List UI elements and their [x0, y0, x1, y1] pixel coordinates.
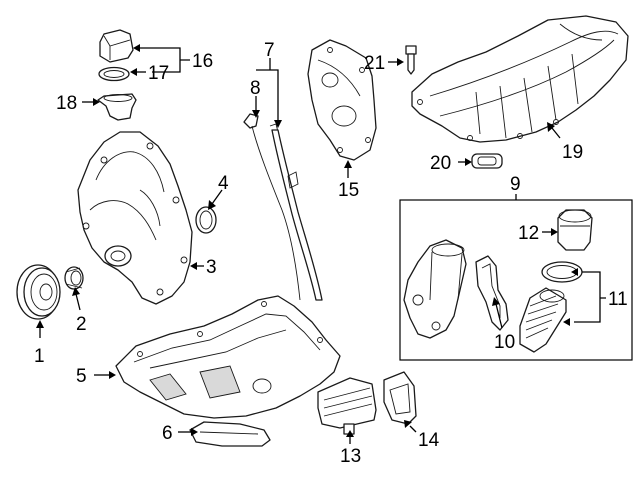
oil-filler-cap [99, 29, 134, 63]
callout-18: 18 [56, 93, 77, 114]
leader-19 [551, 127, 561, 139]
leader-16 [138, 47, 190, 73]
callout-3: 3 [206, 257, 217, 278]
callout-15: 15 [338, 180, 359, 201]
oil-filler-neck [97, 93, 137, 121]
callout-16: 16 [192, 51, 213, 72]
leader-7 [256, 58, 279, 122]
oil-filter-cap [557, 209, 593, 251]
timing-cover-o-ring [195, 206, 217, 234]
oil-cooler [317, 377, 377, 435]
callout-6: 6 [162, 423, 173, 444]
callout-7: 7 [264, 40, 275, 61]
oil-pan [115, 295, 341, 419]
crankshaft-seal [64, 266, 84, 290]
oil-cooler-gasket [383, 371, 417, 425]
callout-9: 9 [510, 174, 521, 195]
leader-11 [574, 271, 606, 323]
timing-case-cover [77, 131, 193, 305]
manifold-bolt [405, 45, 417, 75]
oil-filter-housing [403, 239, 467, 339]
oil-filter-element [519, 287, 567, 353]
oil-filter-housing-gasket [475, 255, 509, 331]
callout-20: 20 [430, 153, 451, 174]
callout-14: 14 [418, 430, 440, 451]
manifold-gasket [471, 153, 503, 169]
crankshaft-pulley [16, 264, 61, 320]
oil-dipstick [243, 113, 301, 301]
callout-10: 10 [494, 332, 515, 353]
leader-10 [495, 303, 503, 329]
leader-2 [75, 293, 81, 311]
callout-2: 2 [76, 314, 87, 335]
timing-cover-plate [307, 39, 377, 161]
callout-17: 17 [148, 63, 169, 84]
oil-pan-baffle [189, 421, 271, 447]
callout-4: 4 [218, 173, 229, 194]
leader-4 [211, 189, 223, 205]
callout-1: 1 [34, 346, 45, 367]
callout-8: 8 [250, 78, 261, 99]
intake-manifold [411, 15, 629, 143]
leader-14 [409, 425, 417, 433]
dipstick-guide-tube [269, 123, 323, 301]
callout-21: 21 [364, 53, 385, 74]
callout-12: 12 [518, 223, 539, 244]
callout-11: 11 [608, 289, 628, 310]
callout-13: 13 [340, 446, 361, 467]
callout-19: 19 [562, 142, 583, 163]
filler-cap-seal-ring [98, 66, 130, 82]
callout-5: 5 [76, 366, 87, 387]
